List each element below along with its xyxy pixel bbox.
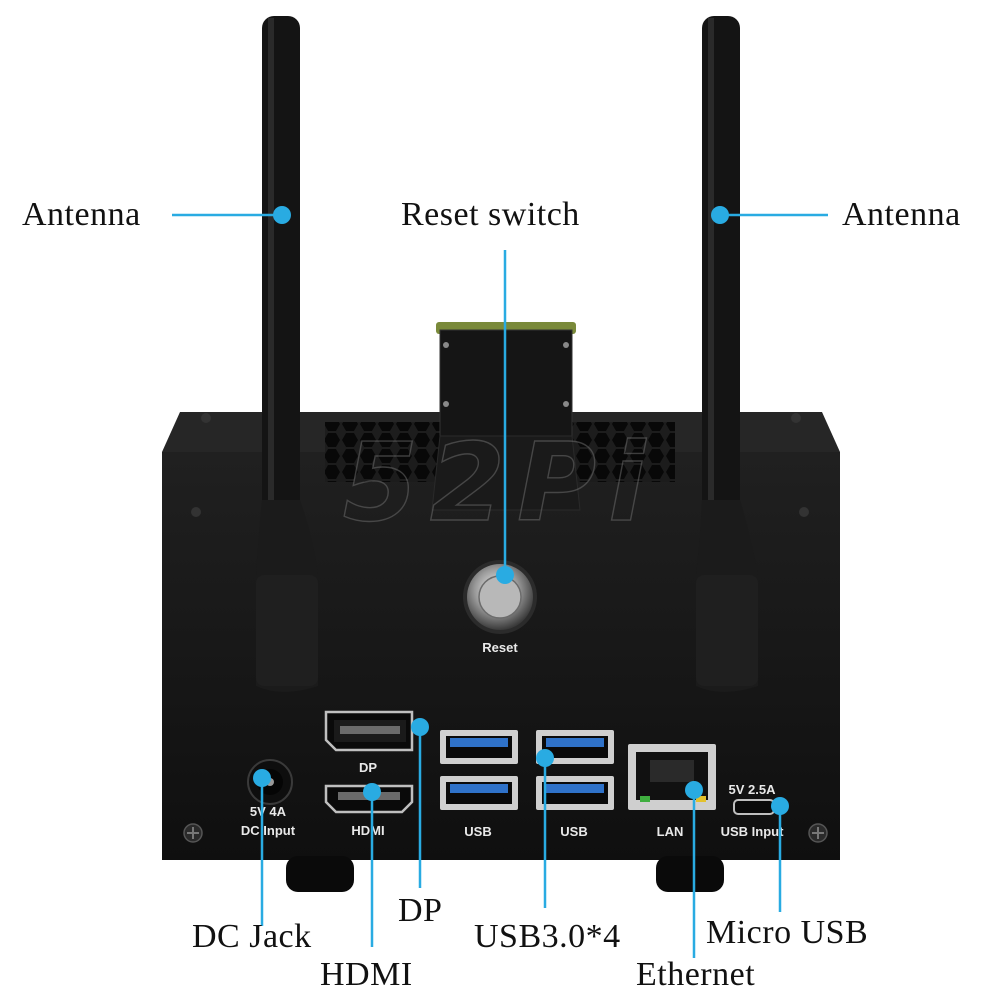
usb-input-label: USB Input — [721, 824, 784, 839]
lan-label: LAN — [657, 824, 684, 839]
hdmi-label: HDMI — [351, 823, 384, 838]
callout-usb: USB3.0*4 — [474, 918, 621, 955]
dp-label: DP — [359, 760, 377, 775]
usb-port — [536, 730, 614, 764]
rubber-feet — [286, 856, 724, 892]
dc-volts-label: 5V 4A — [250, 804, 287, 819]
screw — [183, 823, 203, 843]
reset-label: Reset — [482, 640, 518, 655]
callout-lines — [172, 213, 828, 958]
screw — [808, 823, 828, 843]
antenna-right — [696, 16, 758, 692]
callout-reset-switch: Reset switch — [401, 196, 580, 233]
ethernet-port: LAN — [628, 744, 716, 839]
callout-micro-usb: Micro USB — [706, 914, 869, 951]
callout-dc-jack: DC Jack — [192, 918, 312, 955]
usb-ports: USB USB — [440, 730, 614, 839]
reset-button: Reset — [463, 560, 537, 655]
callout-ethernet: Ethernet — [636, 956, 756, 993]
usb-port — [440, 730, 518, 764]
watermark-logo: 52Pi — [343, 421, 657, 546]
callout-antenna-right: Antenna — [842, 196, 961, 233]
usb-port — [440, 776, 518, 810]
dc-input-label: DC Input — [241, 823, 296, 838]
callout-antenna-left: Antenna — [22, 196, 141, 233]
usb-label-2: USB — [560, 824, 587, 839]
micro-usb-port: 5V 2.5A USB Input — [721, 782, 784, 839]
callout-hdmi: HDMI — [320, 956, 413, 993]
usb-port — [536, 776, 614, 810]
usb-label-1: USB — [464, 824, 491, 839]
dp-port: DP — [324, 710, 414, 775]
micro-volts-label: 5V 2.5A — [729, 782, 777, 797]
antenna-left — [256, 16, 318, 692]
callout-dp: DP — [398, 892, 443, 929]
callout-dots — [253, 206, 789, 815]
